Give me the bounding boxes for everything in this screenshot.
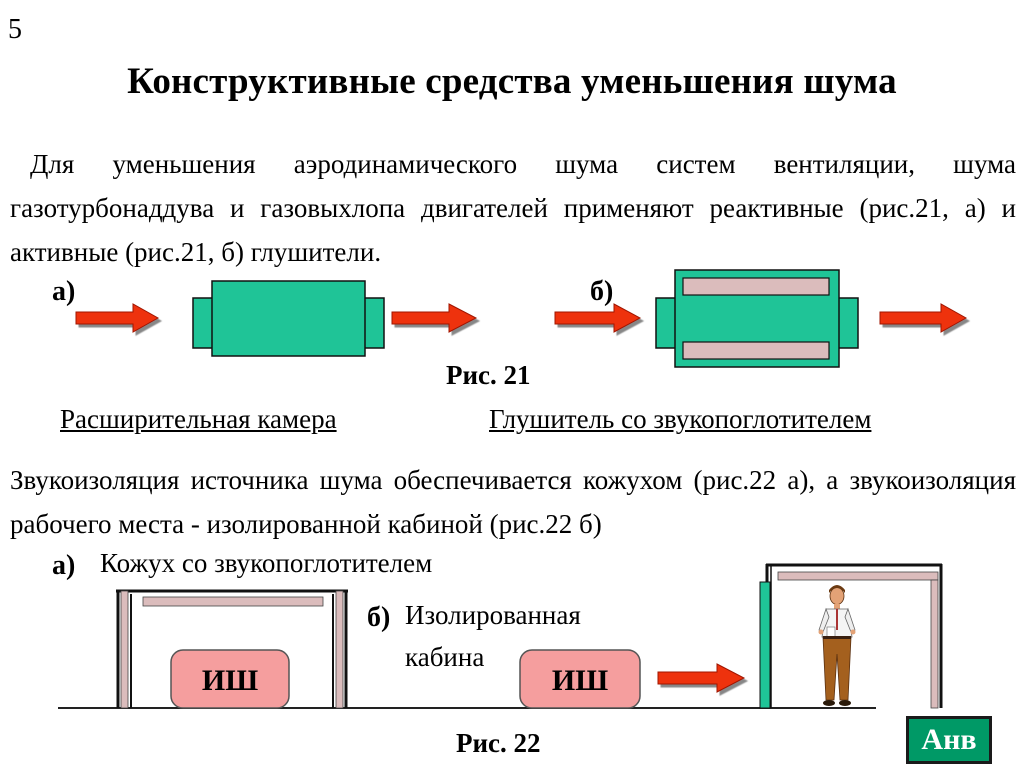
- insulated-cabin: [759, 563, 943, 709]
- arrow-icon: [879, 303, 968, 333]
- paragraph-insulation: Звукоизоляция источника шума обеспечивае…: [10, 465, 1016, 539]
- fig21-name-b: Глушитель со звукопоглотителем: [489, 404, 872, 434]
- arrow-icon: [554, 303, 642, 333]
- paragraph-mufflers: Для уменьшения аэродинамического шума си…: [10, 149, 1016, 267]
- slide-title: Конструктивные средства уменьшения шума: [127, 61, 897, 102]
- anv-nav-button[interactable]: Анв: [906, 716, 992, 764]
- fig22-label-b: б): [367, 602, 391, 633]
- arrow-icon: [657, 663, 746, 693]
- fig22-caption: Рис. 22: [456, 728, 541, 758]
- fig22-label-a: а): [52, 550, 76, 581]
- noise-source-label-a: ИШ: [201, 664, 259, 697]
- noise-source-box: [170, 649, 290, 709]
- fig21-label-b: б): [590, 276, 614, 307]
- fig22-text-b-line2: кабина: [405, 642, 485, 672]
- fig21-name-a: Расширительная камера: [60, 404, 337, 434]
- arrow-icon: [391, 303, 478, 333]
- noise-source-box: [519, 649, 641, 709]
- fig21-label-a: а): [52, 276, 76, 307]
- arrow-icon: [75, 303, 160, 333]
- fig22-text-a: Кожух со звукопоглотителем: [100, 548, 433, 578]
- worker-figure: [818, 585, 856, 706]
- noise-source-label-b: ИШ: [551, 664, 609, 697]
- enclosure: [116, 589, 348, 709]
- expansion-chamber: [192, 280, 385, 357]
- slide-number: 5: [8, 14, 22, 45]
- fig21-caption: Рис. 21: [446, 360, 531, 390]
- absorptive-muffler: [655, 269, 859, 368]
- fig22-text-b-line1: Изолированная: [405, 600, 581, 630]
